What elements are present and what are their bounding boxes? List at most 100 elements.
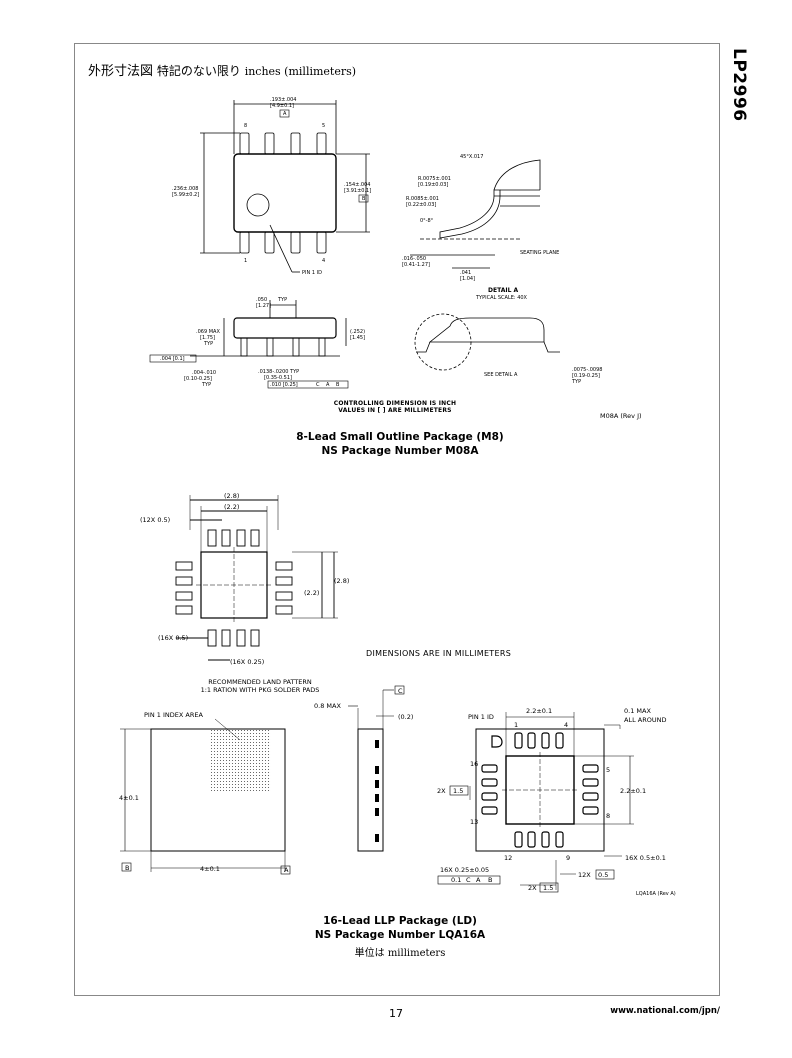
llp-package-title: 16-Lead LLP Package (LD) NS Package Numb…: [314, 915, 486, 941]
svg-text:A: A: [284, 866, 289, 874]
svg-text:A: A: [476, 876, 481, 884]
svg-text:.016-.050: .016-.050: [402, 256, 426, 262]
m8-side-body: [428, 317, 545, 343]
svg-text:1: 1: [514, 721, 518, 729]
svg-text:B: B: [488, 876, 492, 884]
svg-text:(16X 0.25): (16X 0.25): [230, 658, 264, 666]
svg-text:(2.2): (2.2): [224, 503, 239, 511]
svg-text:[0.10-0.25]: [0.10-0.25]: [184, 376, 212, 382]
llp-bottom-datum-boxes: [437, 785, 615, 893]
svg-text:2X: 2X: [437, 787, 446, 795]
llp-pin1-index-label: PIN 1 INDEX AREA: [144, 711, 203, 719]
svg-text:[1.04]: [1.04]: [460, 276, 475, 282]
svg-text:9: 9: [566, 854, 570, 862]
svg-text:B: B: [336, 382, 340, 388]
svg-text:R.0085±.001: R.0085±.001: [406, 196, 439, 202]
svg-text:(16X 0.5): (16X 0.5): [158, 634, 188, 642]
svg-text:.004-.010: .004-.010: [192, 370, 216, 376]
svg-text:.154±.004: .154±.004: [344, 182, 370, 188]
llp-bottom-pads-right: [582, 764, 599, 815]
m8-front-pins: [240, 337, 326, 357]
llp-top-labels: PIN 1 INDEX AREA 4±0.1 4±0.1 B A: [119, 711, 289, 874]
llp-side-labels: 0.8 MAX (0.2) C: [314, 687, 413, 721]
svg-text:TYP: TYP: [571, 379, 581, 385]
llp-bottom-view: [469, 712, 634, 890]
svg-text:C: C: [398, 687, 403, 695]
llp-land-pads-left: [175, 561, 193, 615]
svg-text:4±0.1: 4±0.1: [200, 865, 220, 873]
svg-text:B: B: [362, 196, 366, 202]
svg-text:[1.45]: [1.45]: [350, 335, 365, 341]
llp-drawing-ref: LQA16A (Rev A): [636, 891, 676, 897]
svg-text:16X 0.25±0.05: 16X 0.25±0.05: [440, 866, 489, 874]
section-heading: 外形寸法図 特記のない限り inches (millimeters): [88, 60, 356, 79]
svg-text:[1.27]: [1.27]: [256, 303, 271, 309]
svg-text:[3.91±0.1]: [3.91±0.1]: [344, 188, 371, 194]
svg-text:2X: 2X: [528, 884, 537, 892]
m8-dim-top-width: .193±.004: [270, 97, 296, 103]
svg-text:TYP: TYP: [201, 382, 211, 388]
heading-main: 外形寸法図: [88, 64, 154, 79]
llp-bottom-labels: PIN 1 ID 2.2±0.1 2.2±0.1 0.1 MAX ALL ARO…: [437, 707, 676, 897]
m8-drawing-ref: M08A (Rev J): [600, 412, 642, 420]
svg-text:.050: .050: [256, 297, 267, 303]
heading-unit: inches (millimeters): [244, 65, 357, 78]
svg-text:8: 8: [244, 123, 247, 129]
svg-text:[0.22±0.03]: [0.22±0.03]: [406, 202, 436, 208]
svg-text:A: A: [326, 382, 330, 388]
svg-text:2.2±0.1: 2.2±0.1: [526, 707, 552, 715]
svg-text:4±0.1: 4±0.1: [119, 794, 139, 802]
svg-text:TYPICAL SCALE: 40X: TYPICAL SCALE: 40X: [475, 295, 528, 301]
svg-text:45°X.017: 45°X.017: [460, 154, 483, 160]
llp-land-pads-bottom: [207, 629, 260, 647]
llp-pin1-index-area: [211, 729, 271, 791]
svg-text:C: C: [316, 382, 320, 388]
svg-text:0.5: 0.5: [598, 871, 608, 879]
svg-text:(2.8): (2.8): [334, 577, 349, 585]
svg-text:(12X 0.5): (12X 0.5): [140, 516, 170, 524]
svg-text:ALL AROUND: ALL AROUND: [624, 716, 666, 724]
m8-dim-labels: .193±.004 [4.9±0.1] A .236±.008 [5.99±0.…: [160, 97, 642, 420]
svg-text:5: 5: [606, 766, 610, 774]
m8-detail-a: DETAIL A: [488, 287, 518, 294]
svg-text:13: 13: [470, 818, 478, 826]
m8-pin1-marker: [246, 193, 270, 217]
llp-bottom-pads-left: [481, 764, 498, 815]
heading-note: 特記のない限り: [156, 64, 241, 78]
svg-text:4: 4: [322, 258, 325, 264]
m8-front-body: [233, 317, 337, 339]
svg-text:16X 0.5±0.1: 16X 0.5±0.1: [625, 854, 666, 862]
footer-url[interactable]: www.national.com/jpn/: [610, 1006, 720, 1016]
m8-detail-circle: [414, 313, 472, 371]
svg-text:[0.19±0.03]: [0.19±0.03]: [418, 182, 448, 188]
llp-bottom-pads-top: [514, 732, 564, 749]
llp-land-pattern: [175, 495, 338, 661]
svg-text:16: 16: [470, 760, 478, 768]
m8-side-leads: [416, 341, 560, 353]
llp-top-datum-boxes: [121, 862, 291, 875]
llp-side-view: [348, 689, 394, 852]
svg-text:0.1: 0.1: [451, 876, 461, 884]
m8-datum-boxes: [149, 109, 369, 389]
svg-text:.0075-.0098: .0075-.0098: [572, 367, 602, 373]
svg-text:[0.19-0.25]: [0.19-0.25]: [572, 373, 600, 379]
svg-text:4: 4: [564, 721, 568, 729]
svg-text:1.5: 1.5: [453, 787, 463, 795]
m8-top-pins: [239, 132, 327, 254]
llp-land-pattern-note: RECOMMENDED LAND PATTERN 1:1 RATION WITH…: [200, 678, 320, 694]
llp-land-pads-right: [275, 561, 293, 615]
svg-text:0°-8°: 0°-8°: [420, 218, 434, 224]
svg-text:[4.9±0.1]: [4.9±0.1]: [270, 103, 294, 109]
llp-pin1-notch: [491, 735, 503, 748]
m8-drawing: [190, 100, 560, 371]
svg-text:12X: 12X: [578, 871, 591, 879]
svg-text:1: 1: [244, 258, 247, 264]
svg-text:0.8 MAX: 0.8 MAX: [314, 702, 341, 710]
svg-text:TYP: TYP: [277, 297, 287, 303]
llp-unit-note: 単位は millimeters: [354, 948, 446, 959]
llp-top-view: [120, 718, 286, 872]
svg-text:[1.75]: [1.75]: [200, 335, 215, 341]
llp-dimensions-note: DIMENSIONS ARE IN MILLIMETERS: [366, 649, 512, 658]
svg-text:R.0075±.001: R.0075±.001: [418, 176, 451, 182]
